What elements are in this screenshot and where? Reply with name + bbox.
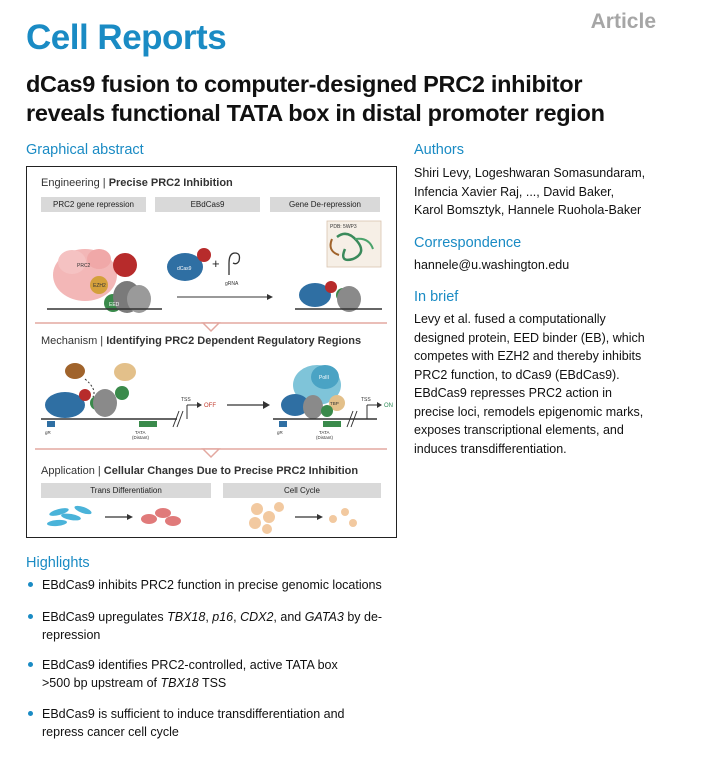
panel-label-bold: Precise PRC2 Inhibition [108, 177, 233, 189]
highlight-line: EBdCas9 is sufficient to induce transdif… [42, 707, 345, 721]
svg-text:gR: gR [277, 430, 284, 435]
tag-trans-differentiation: Trans Differentiation [41, 483, 211, 498]
panel-label: Engineering | [41, 177, 106, 189]
bullet-icon [28, 614, 33, 619]
correspondence-email[interactable]: hannele@u.washington.edu [414, 258, 570, 272]
graphical-abstract-figure: Engineering | Precise PRC2 Inhibition PR… [26, 166, 397, 538]
in-brief-heading: In brief [414, 289, 459, 305]
author-line: Karol Bomsztyk, Hannele Ruohola-Baker [414, 203, 642, 217]
svg-text:TATA: TATA [319, 430, 330, 435]
title-line-2: reveals functional TATA box in distal pr… [26, 100, 605, 126]
gene-name: TBX18 [167, 610, 206, 624]
authors-list: Shiri Levy, Logeshwaran Somasundaram, In… [414, 164, 704, 220]
bullet-icon [28, 582, 33, 587]
svg-text:ON: ON [384, 403, 393, 409]
svg-text:(Distant): (Distant) [132, 435, 150, 440]
correspondence-heading: Correspondence [414, 235, 522, 251]
in-brief-line: PRC2 function, to dCas9 (EBdCas9). [414, 367, 620, 382]
svg-text:TSS: TSS [361, 397, 371, 403]
highlights-heading: Highlights [26, 555, 90, 571]
mechanism-right-graphic: TSS ON PolII TBP TATA (Distant) gR [273, 365, 393, 440]
in-brief-line: EBdCas9 represses PRC2 action in [414, 386, 613, 400]
panel-label: Application | [41, 465, 101, 477]
highlight-item: EBdCas9 is sufficient to induce transdif… [26, 705, 406, 741]
svg-text:TBP: TBP [330, 401, 339, 406]
highlight-line: EBdCas9 inhibits PRC2 function in precis… [42, 578, 382, 592]
graphical-abstract-heading: Graphical abstract [26, 142, 144, 158]
svg-text:gRNA: gRNA [225, 281, 239, 287]
highlight-line: repress cancer cell cycle [42, 725, 179, 739]
text-run: TSS [198, 676, 227, 690]
in-brief-line: induces transdifferentiation. [414, 441, 567, 456]
panel-application-title: Application | Cellular Changes Due to Pr… [41, 465, 358, 477]
panel-label-bold: Identifying PRC2 Dependent Regulatory Re… [106, 335, 362, 347]
author-line: Infencia Xavier Raj, ..., David Baker, [414, 184, 615, 199]
dcas9-graphic: dCas9 + gRNA [167, 248, 273, 300]
bullet-icon [28, 711, 33, 716]
article-title: dCas9 fusion to computer-designed PRC2 i… [26, 70, 686, 128]
gene-name: GATA3 [304, 610, 344, 624]
gene-name: p16 [212, 610, 234, 624]
gene-name: TBX18 [160, 676, 199, 690]
cell-cycle-graphic [249, 502, 357, 534]
svg-text:+: + [212, 256, 220, 271]
highlight-line: EBdCas9 upregulates TBX18, p16, CDX2, an… [42, 608, 406, 626]
bullet-icon [28, 662, 33, 667]
svg-text:EZH2: EZH2 [93, 283, 106, 289]
in-brief-line: competes with EZH2 and thereby inhibits [414, 349, 642, 363]
svg-text:PRC2: PRC2 [77, 263, 91, 269]
panel-mechanism-title: Mechanism | Identifying PRC2 Dependent R… [41, 335, 361, 347]
text-run: >500 bp upstream of [42, 676, 161, 690]
svg-text:(Distant): (Distant) [316, 435, 334, 440]
svg-text:gR: gR [45, 430, 52, 435]
highlight-item: EBdCas9 inhibits PRC2 function in precis… [26, 576, 406, 594]
gene-name: CDX2 [240, 610, 274, 624]
svg-text:OFF: OFF [204, 403, 216, 409]
title-line-1: dCas9 fusion to computer-designed PRC2 i… [26, 71, 583, 97]
text-run: , [233, 610, 241, 624]
svg-text:TSS: TSS [181, 397, 191, 403]
text-run: EBdCas9 upregulates [42, 610, 168, 624]
svg-text:PolII: PolII [319, 375, 329, 381]
panel-engineering-title: Engineering | Precise PRC2 Inhibition [41, 177, 233, 189]
ebdcas9-complex-graphic: PDB: 5WP3 [295, 220, 382, 312]
abstract-illustration: PRC2 EZH2 EED dCas9 + gRNA PDB: 5WP3 [35, 220, 393, 534]
in-brief-line: precise loci, remodels epigenomic marks, [414, 404, 644, 419]
text-run: , [205, 610, 213, 624]
in-brief-line: exposes transcriptional elements, and [414, 423, 624, 437]
text-run: by de- [343, 610, 383, 624]
mechanism-left-graphic: TSS OFF TATA (Distant) gR [41, 363, 216, 440]
svg-text:PDB: 5WP3: PDB: 5WP3 [330, 224, 357, 230]
highlight-item: EBdCas9 upregulates TBX18, p16, CDX2, an… [26, 608, 406, 644]
panel-label: Mechanism | [41, 335, 104, 347]
authors-heading: Authors [414, 142, 464, 158]
svg-text:dCas9: dCas9 [177, 266, 192, 272]
highlight-line: >500 bp upstream of TBX18 TSS [42, 674, 406, 692]
in-brief-line: designed protein, EED binder (EB), which [414, 330, 645, 345]
tag-ebdcas9: EBdCas9 [155, 197, 260, 212]
tag-gene-de-repression: Gene De-repression [270, 197, 380, 212]
in-brief-line: Levy et al. fused a computationally [414, 312, 606, 326]
in-brief-text: Levy et al. fused a computationally desi… [414, 310, 704, 458]
highlight-line: EBdCas9 identifies PRC2-controlled, acti… [42, 658, 338, 672]
transdifferentiation-graphic [47, 505, 181, 527]
journal-name: Cell Reports [26, 18, 227, 57]
text-run: , and [273, 610, 305, 624]
article-type-label: Article [590, 10, 656, 33]
mechanism-arrow [227, 401, 270, 409]
tag-cell-cycle: Cell Cycle [223, 483, 381, 498]
panel-label-bold: Cellular Changes Due to Precise PRC2 Inh… [103, 465, 359, 477]
tag-prc2-gene-repression: PRC2 gene repression [41, 197, 146, 212]
highlight-item: EBdCas9 identifies PRC2-controlled, acti… [26, 656, 406, 692]
prc2-complex-graphic: PRC2 EZH2 EED [47, 249, 162, 313]
svg-text:EED: EED [109, 302, 120, 308]
highlight-line: repression [42, 628, 101, 642]
author-line: Shiri Levy, Logeshwaran Somasundaram, [414, 166, 646, 180]
svg-text:TATA: TATA [135, 430, 146, 435]
